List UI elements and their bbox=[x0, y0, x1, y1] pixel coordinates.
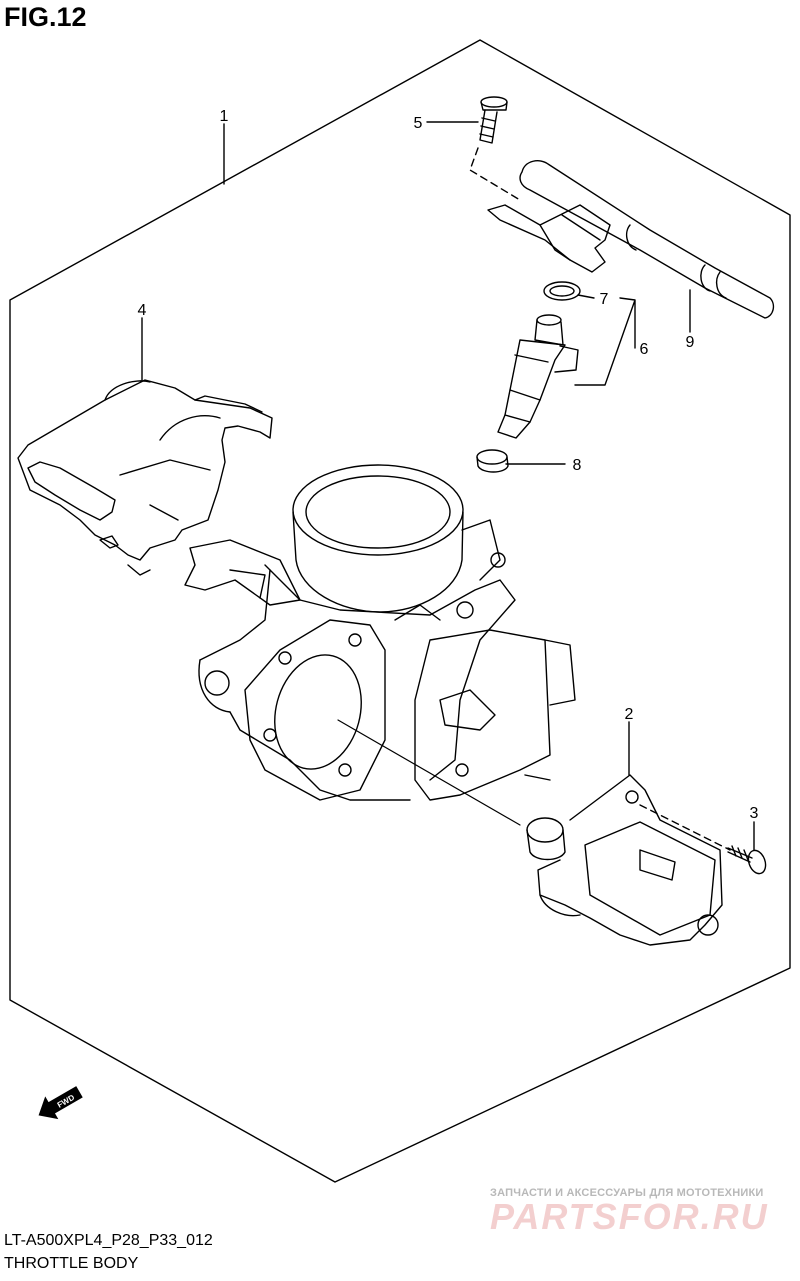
part-4-cover bbox=[17, 379, 273, 576]
part-3-screw bbox=[727, 845, 767, 875]
callout-6: 6 bbox=[640, 341, 649, 358]
figure-name: THROTTLE BODY bbox=[4, 1255, 139, 1272]
part-8-seal bbox=[476, 449, 509, 473]
figure-code: LT-A500XPL4_P28_P33_012 bbox=[4, 1232, 213, 1249]
figure-title: FIG.12 bbox=[4, 2, 87, 32]
fwd-arrow-icon: FWD bbox=[38, 1086, 83, 1120]
part-2-iac-valve bbox=[526, 774, 723, 946]
watermark-logo: PARTSFOR.RU bbox=[490, 1196, 769, 1237]
part-7-o-ring bbox=[543, 281, 581, 301]
callout-5: 5 bbox=[414, 115, 423, 132]
callout-3: 3 bbox=[750, 805, 759, 822]
assembly-outline bbox=[9, 39, 791, 1183]
iac-to-screw-guide bbox=[639, 804, 731, 851]
part-5-screw bbox=[479, 96, 508, 144]
throttle-body-main bbox=[184, 464, 576, 826]
screw-to-rail-guide bbox=[469, 147, 521, 201]
callout-9: 9 bbox=[686, 334, 695, 351]
callout-2: 2 bbox=[625, 706, 634, 723]
callout-7: 7 bbox=[600, 291, 609, 308]
leader-6 bbox=[574, 297, 636, 386]
callout-4: 4 bbox=[138, 302, 147, 319]
part-6-injector bbox=[497, 314, 579, 439]
leader-7 bbox=[577, 294, 595, 299]
callout-1: 1 bbox=[220, 108, 229, 125]
watermark-tagline: ЗАПЧАСТИ И АКСЕССУАРЫ ДЛЯ МОТОТЕХНИКИ bbox=[490, 1187, 764, 1199]
part-9-fuel-pipe bbox=[487, 160, 775, 319]
callout-8: 8 bbox=[573, 457, 582, 474]
